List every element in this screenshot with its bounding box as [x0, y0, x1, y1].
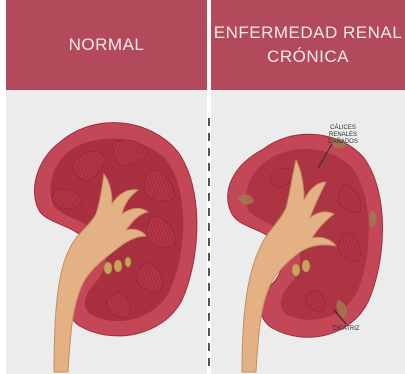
scar-label: CICATRIZ: [328, 326, 364, 333]
damaged-calyces-label: CÁLICES RENALES DAÑADOS: [318, 125, 368, 146]
ckd-kidney: [228, 134, 383, 372]
damaged-calyces-label-line1: CÁLICES RENALES: [318, 125, 368, 139]
damaged-calyces-label-line2: DAÑADOS: [318, 139, 368, 146]
normal-kidney: [34, 123, 196, 372]
